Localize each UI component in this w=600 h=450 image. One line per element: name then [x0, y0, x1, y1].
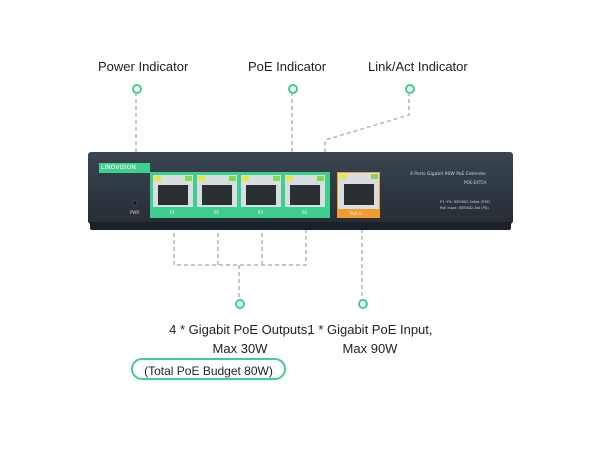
device-model-desc: 4 Ports Gigabit 90W PoE Extender	[410, 172, 487, 177]
outputs-callout-dot	[235, 299, 245, 309]
power-indicator-label: Power Indicator	[98, 59, 189, 74]
input-description: 1 * Gigabit PoE Input, Max 90W	[300, 320, 440, 358]
input-callout-dot	[358, 299, 368, 309]
device-port-label-2: P2	[214, 210, 219, 215]
device-port-label-3: P3	[258, 210, 263, 215]
device-pwr-label: PWR	[130, 210, 140, 215]
device-body	[88, 152, 513, 230]
input-line-1: 1 * Gigabit PoE Input,	[307, 322, 433, 337]
outputs-line-1: 4 * Gigabit PoE Outputs,	[169, 322, 311, 337]
device-model-no: POE-EXT5A	[464, 180, 487, 185]
device-port-label-1: P1	[170, 210, 175, 215]
ports	[153, 172, 380, 218]
device-brand: LINOVISION	[101, 164, 136, 171]
outputs-line-2: Max 30W	[212, 341, 268, 356]
device-spec-2: PoE Input: IEEE802.3bt (PD)	[440, 206, 489, 210]
poe-indicator-label: PoE Indicator	[248, 59, 327, 74]
outputs-description: 4 * Gigabit PoE Outputs, Max 30W	[130, 320, 350, 358]
link-act-indicator-label: Link/Act Indicator	[368, 59, 468, 74]
poe-callout-dot	[288, 84, 298, 94]
poe-extender-device: LINOVISION PWR P1 P2 P3 P4 PoE In 4 Port…	[88, 152, 513, 230]
poe-budget-badge: (Total PoE Budget 80W)	[131, 358, 286, 380]
device-spec-1: P1~P4: IEEE802.3af/at (PSE)	[440, 200, 491, 204]
device-poe-in-label: PoE In	[350, 211, 363, 216]
link-callout-dot	[405, 84, 415, 94]
input-line-2: Max 90W	[342, 341, 398, 356]
power-callout-dot	[132, 84, 142, 94]
device-port-label-4: P4	[302, 210, 307, 215]
